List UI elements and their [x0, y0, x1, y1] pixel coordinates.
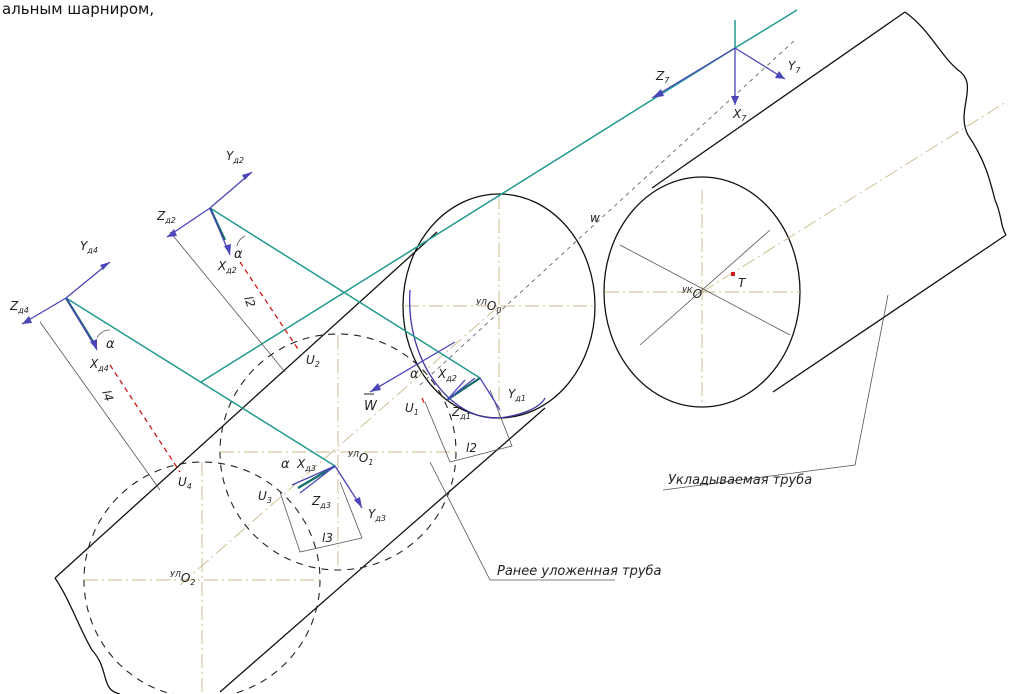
projection-u2	[239, 261, 301, 353]
prev-pipe-break	[54, 577, 121, 694]
label-w-small: w	[590, 211, 600, 225]
axis-y7	[734, 47, 786, 80]
alpha-d1: α	[410, 367, 419, 382]
laid-pipe	[603, 11, 1007, 408]
frame-top: Z7 Y7 X7	[651, 47, 801, 123]
label-y7: Y7	[788, 59, 801, 75]
prev-pipe-upper-edge	[54, 231, 438, 579]
dim-l2-line	[169, 231, 286, 373]
alpha-d3: α	[281, 457, 290, 472]
point-t-marker	[731, 272, 735, 276]
w-vector-arrowhead	[370, 383, 381, 392]
frame-d1: Xд2 Yд1 Zд1	[437, 367, 526, 421]
arrowhead-x7	[731, 96, 739, 105]
arrowhead-xd4	[90, 339, 97, 350]
label-t: T	[738, 276, 747, 290]
laid-pipe-lower-edge	[772, 234, 1007, 393]
caption-laid-pipe: Укладываемая труба	[668, 473, 812, 488]
frame-d2: Zд2 Yд2 Xд2	[156, 149, 253, 275]
laid-pipe-cross-a	[619, 244, 791, 336]
frame-d3: Xд3 Yд3 Zд3	[291, 457, 386, 523]
prev-pipe-axis	[179, 305, 500, 586]
arrowhead-z7	[652, 89, 664, 98]
arrowhead-yd4	[100, 262, 110, 270]
arrowhead-zd4	[22, 316, 32, 324]
label-zd1: Zд1	[451, 405, 471, 421]
label-o0: УЛO0	[476, 298, 501, 315]
axis-xd3	[291, 465, 336, 486]
laid-pipe-axis	[701, 101, 1007, 293]
laid-pipe-break	[904, 11, 1007, 236]
label-u3: U3	[258, 489, 272, 505]
dimension-lines	[39, 231, 513, 553]
leader-previous-pipe	[429, 461, 615, 581]
laid-pipe-upper-edge	[651, 11, 906, 189]
projection-u4	[109, 364, 181, 473]
label-xd2: Xд2	[217, 259, 237, 275]
frame-d4: Zд4 Yд4 Xд4	[9, 239, 111, 373]
label-l2b: l2	[466, 441, 477, 455]
alpha-d4: α	[106, 337, 115, 352]
label-yd2: Yд2	[226, 149, 244, 165]
alpha-d2: α	[234, 247, 243, 262]
cable-d2	[209, 207, 481, 379]
cables	[65, 9, 798, 489]
label-x7: X7	[732, 107, 747, 123]
label-yd4: Yд4	[80, 239, 98, 255]
label-l4: l4	[99, 388, 116, 403]
label-xd2-near: Xд2	[437, 367, 457, 383]
label-u4: U4	[178, 475, 192, 491]
label-l2: l2	[241, 294, 258, 309]
previous-pipe	[54, 193, 596, 694]
dim-l2b-box	[424, 389, 513, 463]
prev-pipe-lower-edge	[219, 407, 546, 693]
label-u2: U2	[306, 353, 320, 369]
label-o1: УЛO1	[348, 450, 373, 467]
arrowhead-yd2	[242, 172, 252, 180]
axis-z7	[651, 47, 736, 99]
w-vector	[369, 341, 456, 393]
label-o2: УЛO2	[170, 570, 195, 587]
label-z7: Z7	[655, 69, 670, 85]
dim-l3-box	[279, 481, 363, 553]
arrowhead-xd2	[224, 244, 231, 255]
arrowhead-zd2	[167, 229, 177, 237]
label-l3: l3	[322, 531, 333, 545]
axis-zd3	[299, 465, 336, 494]
sling-d3	[297, 465, 336, 489]
axis-xd2-near	[446, 379, 466, 401]
label-xd4: Xд4	[89, 357, 109, 373]
caption-previous-pipe: Ранее уложенная труба	[497, 564, 662, 579]
label-w-vector: W	[364, 399, 378, 414]
label-ok: УКO	[682, 286, 702, 301]
label-zd3: Zд3	[311, 494, 331, 510]
label-zd4: Zд4	[9, 299, 29, 315]
projection-u1	[421, 397, 426, 406]
label-xd3: Xд3	[296, 457, 316, 473]
alpha-arc-d4	[96, 329, 111, 339]
label-zd2: Zд2	[156, 209, 176, 225]
label-yd1: Yд1	[508, 387, 526, 403]
axis-zd1	[446, 377, 476, 401]
laid-pipe-cross-b	[639, 229, 771, 346]
dim-l4-line	[39, 321, 161, 491]
label-yd3: Yд3	[368, 507, 386, 523]
cable-d4	[65, 297, 336, 467]
w-guide-line	[419, 39, 796, 386]
label-u1: U1	[405, 401, 419, 417]
arrowhead-y7	[775, 71, 785, 79]
axis-yd1	[479, 377, 501, 411]
leader-laid-pipe	[662, 294, 889, 491]
arrowhead-yd3	[354, 497, 362, 508]
alpha-arc-d2	[236, 235, 246, 247]
header-fragment: альным шарниром,	[2, 0, 154, 18]
